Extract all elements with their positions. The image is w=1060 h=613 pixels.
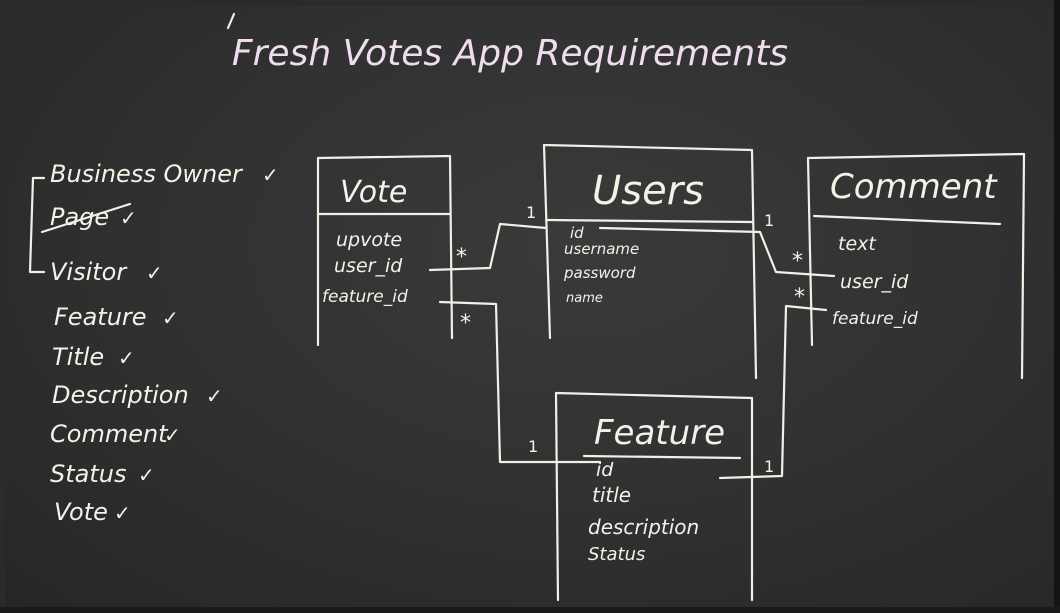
- board-edge-bottom: [0, 607, 1060, 613]
- check-icon: ✓: [138, 463, 155, 487]
- entity-box: [554, 391, 754, 602]
- requirement-item: Visitor: [50, 258, 128, 286]
- check-icon: ✓: [162, 306, 179, 330]
- cardinality-one: 1: [764, 211, 774, 230]
- relation-line: [718, 304, 828, 480]
- check-icon: ✓: [164, 423, 181, 447]
- requirement-item: Comment: [50, 420, 169, 448]
- cardinality-many: *: [792, 249, 803, 274]
- relation-line: [598, 226, 836, 278]
- entity-title: Comment: [830, 167, 998, 207]
- entity-title: Users: [592, 168, 704, 214]
- requirements-list: Business Owner ✓ Page ✓ Visitor ✓ Featur…: [28, 160, 279, 526]
- entity-divider: [544, 218, 754, 224]
- entity-box: [316, 154, 454, 347]
- cardinality-one: 1: [526, 203, 536, 222]
- cardinality-many: *: [794, 285, 805, 310]
- entity-field: feature_id: [832, 309, 918, 329]
- entity-field: id: [596, 459, 614, 481]
- entity-field: user_id: [334, 255, 403, 277]
- entity-field: password: [563, 264, 636, 282]
- entity-divider: [582, 454, 742, 460]
- list-bracket: [28, 176, 46, 274]
- check-icon: ✓: [114, 501, 131, 525]
- relationships: * 1 1 * * 1 * 1: [428, 203, 836, 480]
- entity-field: id: [570, 224, 584, 242]
- entity-field: text: [838, 233, 877, 255]
- check-icon: ✓: [206, 384, 223, 408]
- entity-field: username: [564, 240, 639, 258]
- relation-line: [438, 300, 602, 464]
- entity-field: user_id: [840, 271, 909, 293]
- entity-field: upvote: [336, 229, 402, 251]
- requirement-item: Description: [52, 381, 189, 409]
- entity-field: name: [566, 291, 603, 306]
- cardinality-many: *: [456, 245, 467, 270]
- strikethrough-mark: [40, 202, 132, 234]
- check-icon: ✓: [262, 163, 279, 187]
- cardinality-many: *: [460, 311, 471, 336]
- entity-box: [806, 152, 1026, 380]
- board-title: Fresh Votes App Requirements: [232, 33, 788, 74]
- requirement-item: Vote: [54, 498, 108, 526]
- board-edge-right: [1054, 0, 1060, 613]
- requirement-item: Business Owner: [50, 160, 244, 188]
- entity-feature: Feature id title description Status: [554, 391, 754, 602]
- requirement-item: Status: [50, 460, 126, 488]
- chalk-mark: [226, 12, 236, 30]
- entity-comment: Comment text user_id feature_id: [806, 152, 1026, 380]
- requirement-item: Feature: [54, 303, 147, 331]
- entity-field: title: [592, 483, 631, 507]
- entity-divider: [812, 214, 1002, 226]
- entity-field: description: [588, 515, 699, 539]
- entity-title: Feature: [594, 413, 725, 453]
- requirement-item: Title: [52, 343, 104, 371]
- cardinality-one: 1: [764, 457, 774, 476]
- cardinality-one: 1: [528, 437, 538, 456]
- check-icon: ✓: [146, 261, 163, 285]
- entity-vote: Vote upvote user_id feature_id: [316, 154, 454, 347]
- entity-title: Vote: [340, 175, 407, 210]
- entity-box: [542, 143, 758, 380]
- entity-users: Users id username password name: [542, 143, 758, 380]
- relation-line: [428, 222, 548, 272]
- entity-field: Status: [588, 544, 645, 565]
- chalkboard: [5, 6, 1054, 607]
- check-icon: ✓: [120, 206, 137, 230]
- check-icon: ✓: [118, 346, 135, 370]
- entity-field: feature_id: [322, 287, 408, 307]
